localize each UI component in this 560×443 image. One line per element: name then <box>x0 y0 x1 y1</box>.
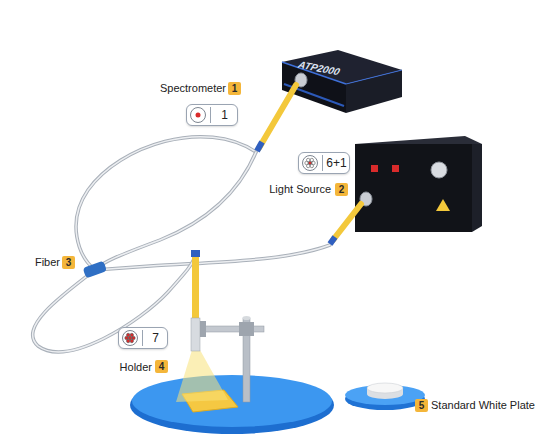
node-text: 1 <box>212 105 237 125</box>
holder-base-top <box>132 375 332 427</box>
fiber-core <box>128 336 131 339</box>
node-text: 7 <box>144 328 167 348</box>
node-text: 2 <box>339 184 345 195</box>
fiber-count-badge: 7 <box>118 327 168 349</box>
stand-rod-top <box>243 316 251 320</box>
icon-divider <box>210 107 211 123</box>
node-text: 5 <box>419 400 425 411</box>
part-name: Spectrometer <box>160 82 226 95</box>
icon-divider <box>322 155 323 171</box>
fiber-core <box>127 339 130 342</box>
fiber-core <box>312 161 315 164</box>
node-text: 6+1 <box>324 153 349 173</box>
spectrometer-side <box>346 70 402 113</box>
fiber-core <box>310 158 313 161</box>
callout-number: 2 <box>335 183 348 196</box>
indicator-light <box>371 165 378 172</box>
icon-divider <box>142 330 143 346</box>
fiber-cable-highlight <box>95 245 330 270</box>
fiber-core <box>127 333 130 336</box>
node-text: 3 <box>66 257 72 268</box>
fiber-core <box>308 161 311 164</box>
stand-arm <box>200 326 264 332</box>
callout-number: 5 <box>415 399 428 412</box>
fiber-cable <box>33 254 195 352</box>
white-plate-surface <box>367 383 403 393</box>
light-source-front <box>355 144 472 232</box>
fiber-bundle <box>125 333 135 342</box>
fiber-bundle <box>305 158 315 167</box>
callout-number: 3 <box>62 256 75 269</box>
stand-clamp <box>239 322 254 336</box>
fiber-icon <box>303 156 318 171</box>
part-name: Holder <box>120 361 152 374</box>
connector-ring <box>330 237 335 244</box>
fiber-cable <box>95 245 330 270</box>
fiber-core <box>196 113 201 118</box>
control-knob <box>431 162 447 178</box>
light-source-side <box>472 144 482 232</box>
fiber-core <box>130 339 133 342</box>
fiber-icon <box>191 108 206 123</box>
holder-base <box>130 376 334 434</box>
fiber-cable-highlight <box>33 254 195 352</box>
callout-number: 1 <box>228 82 241 95</box>
fiber-cable-highlight <box>95 152 256 270</box>
light-beam <box>176 350 228 402</box>
fiber-core <box>132 336 135 339</box>
part-name: Standard White Plate <box>431 399 535 412</box>
connector-ring <box>257 142 262 151</box>
fiber-icon <box>123 331 138 346</box>
probe-jacket <box>192 254 199 320</box>
node-text: 4 <box>159 361 165 372</box>
fiber-core <box>310 164 313 167</box>
fiber-count-badge: 6+1 <box>298 152 350 174</box>
fiber-core <box>307 158 310 161</box>
fiber-cable-highlight <box>76 137 256 270</box>
fiber-cable <box>76 137 256 270</box>
fiber-junction <box>83 261 107 279</box>
brand-name: ATP2000 <box>296 58 341 78</box>
indicator-light <box>392 165 399 172</box>
probe-tube <box>191 318 200 351</box>
fiber-core <box>307 164 310 167</box>
callout-number: 4 <box>155 360 168 373</box>
fiber-connector <box>259 85 296 148</box>
fiber-core <box>305 161 308 164</box>
part-name: Light Source <box>269 183 331 196</box>
fiber-count-badge: 1 <box>186 104 238 126</box>
fiber-core <box>130 333 133 336</box>
fiber-core <box>125 336 128 339</box>
fiber-connector <box>333 204 361 240</box>
fiber-cable <box>95 152 256 270</box>
fiber-cables <box>33 137 330 352</box>
part-name: Fiber <box>35 256 60 269</box>
connector-ring <box>191 250 200 257</box>
spectrometer-edge <box>346 70 402 84</box>
node-text: 1 <box>232 83 238 94</box>
warning-sign <box>436 199 450 211</box>
